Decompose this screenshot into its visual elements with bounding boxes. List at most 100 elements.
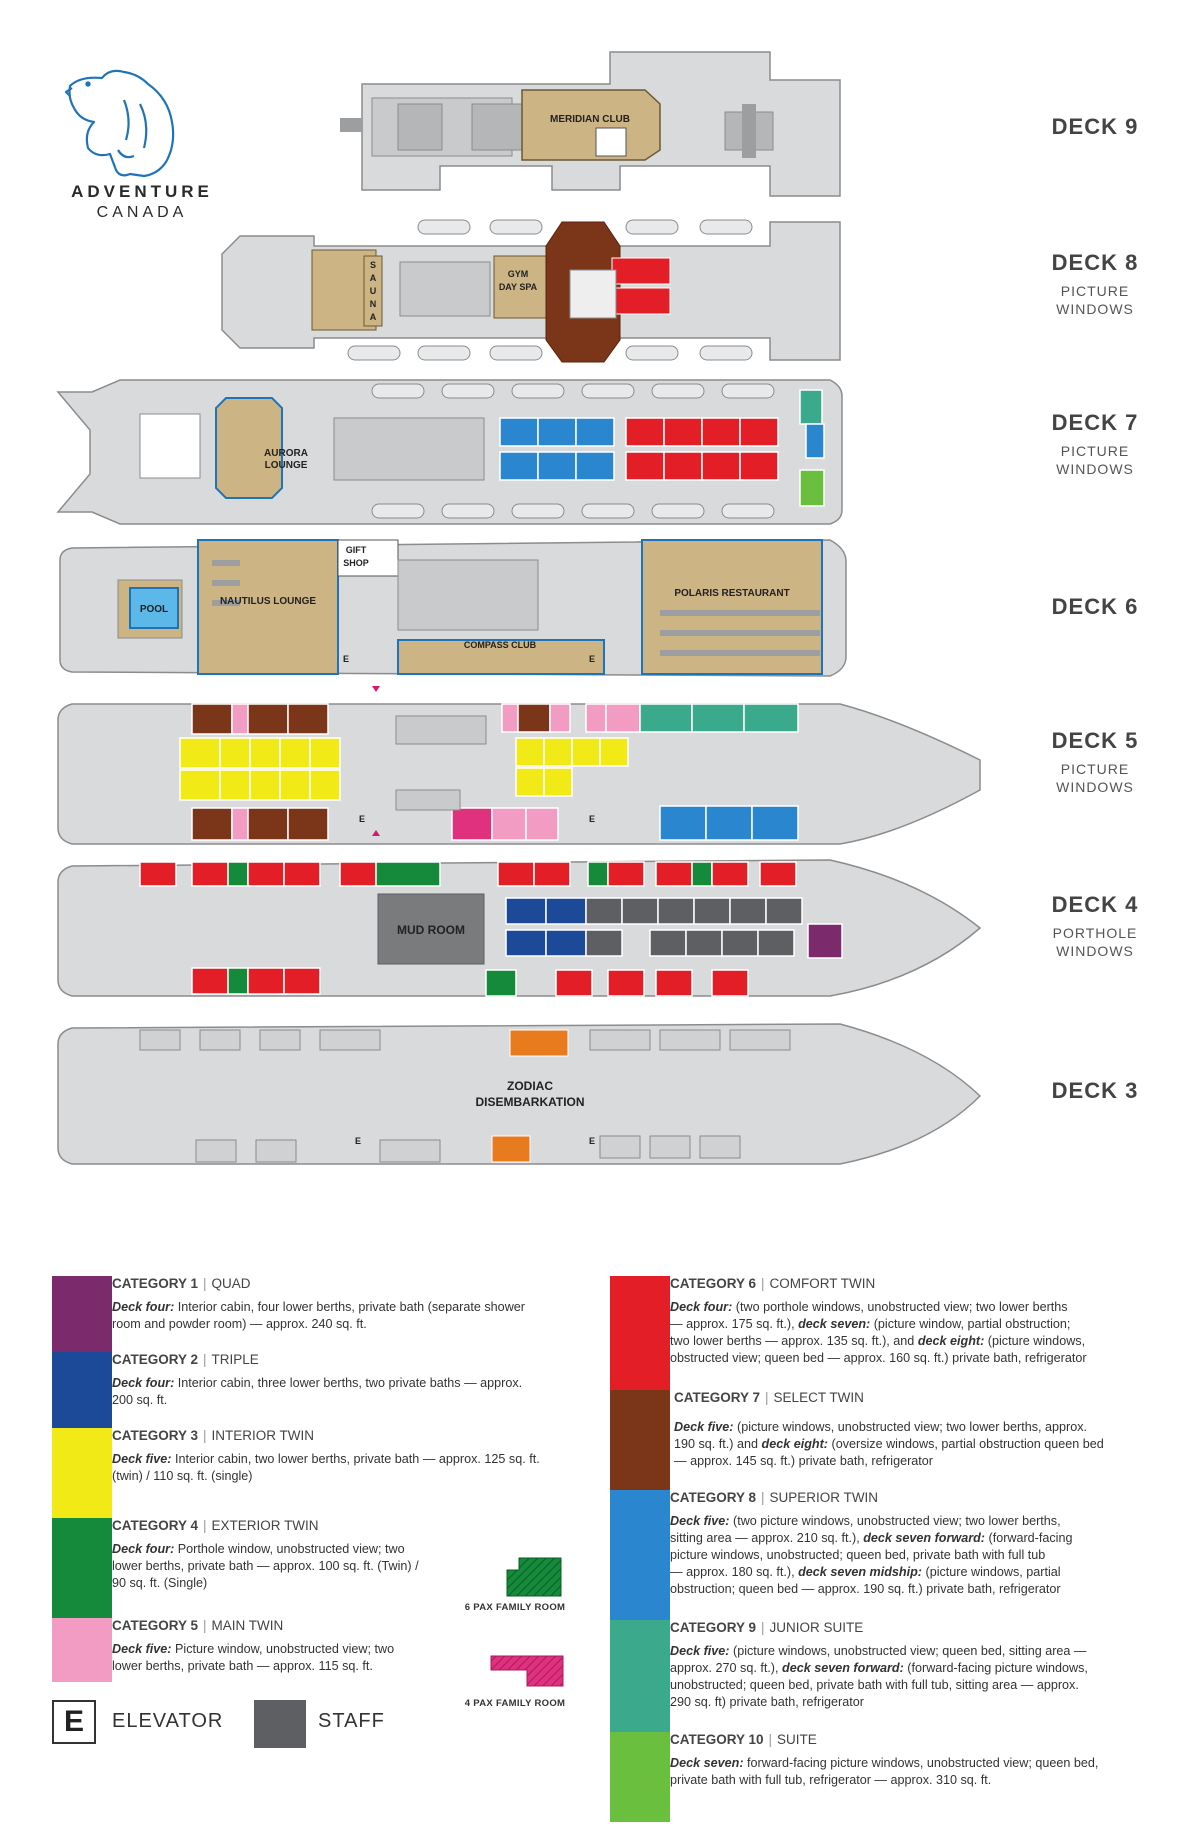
family-room-6pax-label: 6 PAX FAMILY ROOM	[464, 1602, 566, 1613]
desc-deck: Deck four:	[112, 1300, 175, 1314]
deck-name: DECK 5	[1051, 728, 1139, 753]
category-5-entry: CATEGORY 5|MAIN TWIN Deck five: Picture …	[112, 1618, 452, 1675]
category-description: Deck five: Interior cabin, two lower ber…	[112, 1451, 582, 1485]
deck-note-line: PORTHOLE	[1052, 925, 1138, 941]
venue-aurora-label-2: LOUNGE	[265, 460, 308, 471]
category-description: Deck four: Interior cabin, four lower be…	[112, 1299, 582, 1333]
venue-mudroom-label: MUD ROOM	[397, 923, 465, 937]
venue-compass-label: COMPASS CLUB	[464, 640, 537, 650]
deck-note-line: PICTURE	[1060, 443, 1130, 459]
desc-text: (two picture windows, unobstructed view;…	[729, 1514, 1061, 1528]
deck-5-plan: E E	[57, 686, 981, 845]
desc-text: (twin) / 110 sq. ft. (single)	[112, 1469, 253, 1483]
category-title: CATEGORY 9	[670, 1620, 757, 1635]
category-2-entry: CATEGORY 2|TRIPLE Deck four: Interior ca…	[112, 1352, 582, 1409]
category-heading: CATEGORY 2|TRIPLE	[112, 1352, 259, 1367]
category-heading: CATEGORY 7|SELECT TWIN	[674, 1390, 864, 1405]
category-name: TRIPLE	[211, 1352, 259, 1367]
category-swatch	[52, 1518, 112, 1618]
deck-note: PORTHOLE WINDOWS	[1030, 924, 1160, 960]
desc-deck: Deck five:	[112, 1642, 172, 1656]
desc-deck: deck seven:	[798, 1317, 871, 1331]
family-room-4pax-label: 4 PAX FAMILY ROOM	[464, 1698, 566, 1709]
desc-text: (picture windows, partial	[922, 1565, 1061, 1579]
category-swatch	[610, 1390, 670, 1490]
category-swatch	[52, 1428, 112, 1518]
category-name: SELECT TWIN	[773, 1390, 864, 1405]
desc-text: private bath with full tub, refrigerator…	[670, 1773, 992, 1787]
desc-deck: deck seven midship:	[798, 1565, 922, 1579]
brand-line-1: ADVENTURE	[71, 182, 213, 201]
category-3-entry: CATEGORY 3|INTERIOR TWIN Deck five: Inte…	[112, 1428, 582, 1485]
deck-6-plan: GIFT SHOP POOL NAUTILUS LOUNGE POLARIS R…	[59, 539, 847, 677]
desc-text: obstructed view; queen bed — approx. 160…	[670, 1351, 1087, 1365]
category-swatch	[52, 1618, 112, 1682]
category-description: Deck four: Porthole window, unobstructed…	[112, 1541, 452, 1592]
deck-name: DECK 9	[1051, 114, 1139, 139]
desc-text: lower berths, private bath — approx. 115…	[112, 1659, 373, 1673]
category-description: Deck four: (two porthole windows, unobst…	[670, 1299, 1190, 1367]
category-title: CATEGORY 2	[112, 1352, 199, 1367]
category-name: INTERIOR TWIN	[211, 1428, 315, 1443]
category-heading: CATEGORY 9|JUNIOR SUITE	[670, 1620, 864, 1635]
staff-legend-swatch	[254, 1700, 306, 1748]
category-4-entry: CATEGORY 4|EXTERIOR TWIN Deck four: Port…	[112, 1518, 452, 1592]
deck-label: DECK 4 PORTHOLE WINDOWS	[1030, 892, 1160, 960]
brand-line-2: CANADA	[96, 204, 188, 221]
category-title: CATEGORY 7	[674, 1390, 761, 1405]
deck-name: DECK 3	[1051, 1078, 1139, 1103]
desc-deck: Deck five:	[112, 1452, 172, 1466]
category-name: SUPERIOR TWIN	[769, 1490, 879, 1505]
venue-gift-label-2: SHOP	[343, 558, 369, 568]
deck-name: DECK 4	[1051, 892, 1139, 917]
category-name: MAIN TWIN	[211, 1618, 284, 1633]
venue-zodiac-label-2: DISEMBARKATION	[475, 1095, 584, 1109]
desc-text: picture windows, unobstructed; queen bed…	[670, 1548, 1046, 1562]
venue-meridian-label: MERIDIAN CLUB	[550, 114, 630, 125]
polar-bear-logo-icon	[64, 69, 175, 178]
category-title: CATEGORY 8	[670, 1490, 757, 1505]
category-title: CATEGORY 1	[112, 1276, 199, 1291]
deck-name: DECK 7	[1051, 410, 1139, 435]
category-name: EXTERIOR TWIN	[211, 1518, 319, 1533]
desc-text: 200 sq. ft.	[112, 1393, 168, 1407]
sauna-letter: A	[370, 273, 377, 283]
category-swatch	[52, 1276, 112, 1352]
sauna-letter: A	[370, 312, 377, 322]
venue-aurora-label-1: AURORA	[264, 448, 308, 459]
category-swatch	[610, 1732, 670, 1822]
deck-name: DECK 6	[1051, 594, 1139, 619]
desc-text: Interior cabin, two lower berths, privat…	[171, 1452, 540, 1466]
category-heading: CATEGORY 8|SUPERIOR TWIN	[670, 1490, 879, 1505]
desc-text: 290 sq. ft) private bath, refrigerator	[670, 1695, 864, 1709]
category-swatch	[610, 1276, 670, 1390]
elevator-mark: E	[589, 814, 595, 824]
desc-text: 190 sq. ft.) and	[674, 1437, 762, 1451]
category-description: Deck five: Picture window, unobstructed …	[112, 1641, 452, 1675]
category-name: QUAD	[211, 1276, 251, 1291]
desc-deck: Deck four:	[112, 1376, 175, 1390]
category-title: CATEGORY 5	[112, 1618, 199, 1633]
desc-text: (oversize windows, partial obstruction q…	[828, 1437, 1104, 1451]
desc-deck: deck eight:	[917, 1334, 985, 1348]
category-heading: CATEGORY 3|INTERIOR TWIN	[112, 1428, 315, 1443]
deck-plans: MERIDIAN CLUB GYM DAY SPA S A U N A	[56, 51, 982, 1165]
category-description: Deck five: (picture windows, unobstructe…	[674, 1419, 1190, 1470]
sauna-letter: S	[370, 260, 376, 270]
elevator-mark: E	[359, 814, 365, 824]
venue-dayspa-label: DAY SPA	[499, 282, 538, 292]
category-heading: CATEGORY 5|MAIN TWIN	[112, 1618, 284, 1633]
desc-text: Interior cabin, four lower berths, priva…	[174, 1300, 525, 1314]
venue-gym-label: GYM	[508, 269, 529, 279]
desc-text: — approx. 180 sq. ft.),	[670, 1565, 799, 1579]
category-swatch	[610, 1620, 670, 1732]
deck-note-line: WINDOWS	[1056, 943, 1134, 959]
deck-7-plan: AURORA LOUNGE	[56, 379, 843, 525]
category-description: Deck five: (two picture windows, unobstr…	[670, 1513, 1190, 1598]
desc-text: unobstructed; queen bed, private bath wi…	[670, 1678, 1079, 1692]
deck-note-line: PICTURE	[1060, 761, 1130, 777]
